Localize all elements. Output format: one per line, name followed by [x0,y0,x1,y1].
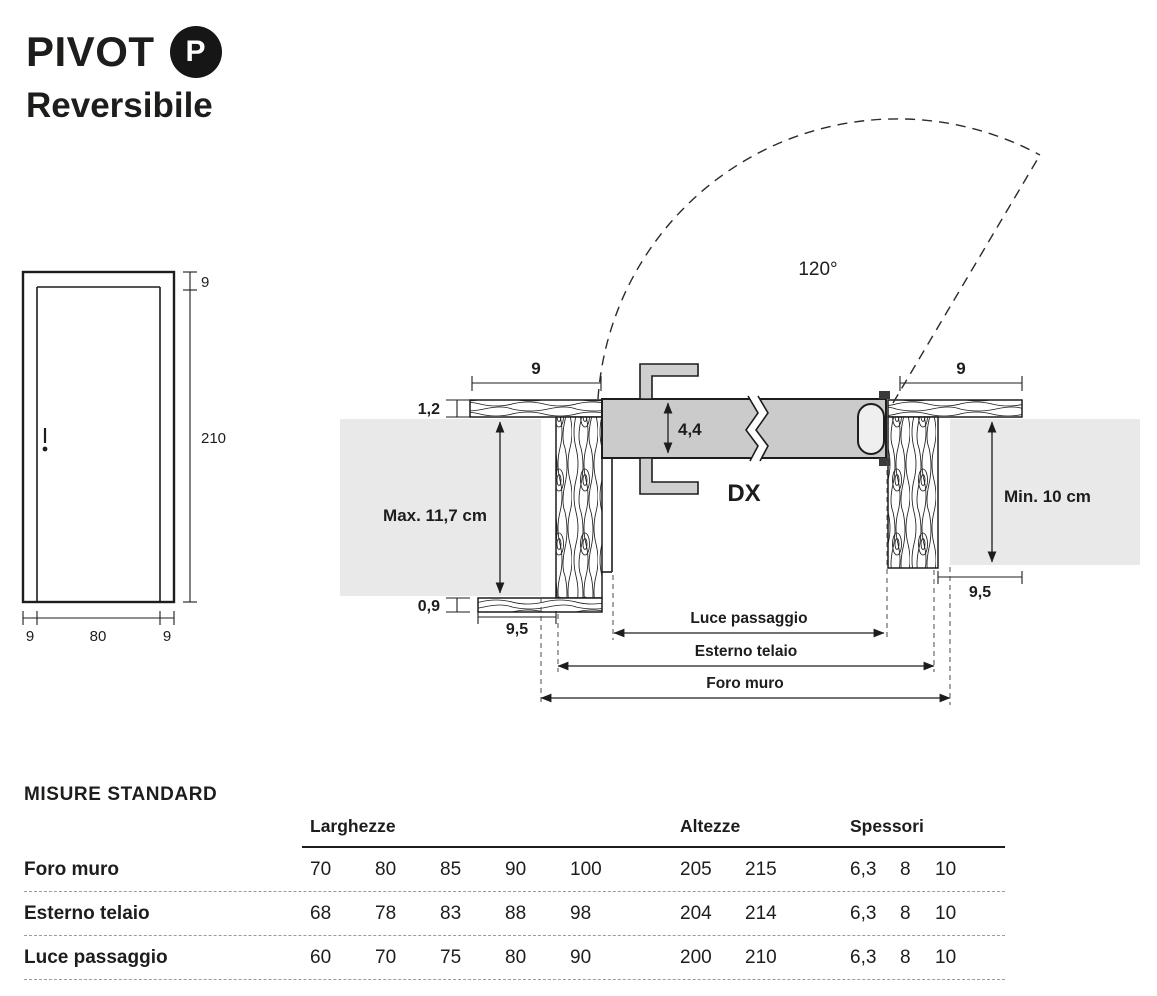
header-rule [302,846,1005,848]
table-cell: 70 [375,946,397,968]
door-front-elevation: 9 210 9 80 9 [21,270,226,645]
table-cell: 75 [440,946,462,968]
dim-top-panel-thickness: 1,2 [418,401,440,418]
elevation-dimension-lines [22,271,197,625]
orientation-label: DX [727,480,760,507]
table-cell: 8 [900,946,911,968]
door-frame-outline [21,270,176,604]
table-row-foro-muro: Foro muro 70 80 85 90 100 205 215 6,3 8 … [24,848,1005,892]
col-group-altezze: Altezze [680,816,741,836]
right-wall-section [887,399,1023,569]
table-title: MISURE STANDARD [24,784,218,805]
dim-left-frame-depth: 9,5 [506,621,528,638]
table-cell: 8 [900,858,911,880]
table-cell: 214 [745,902,777,924]
dim-frame-top: 9 [201,274,209,291]
pivot-frame-profile [639,363,699,495]
table-cell: 200 [680,946,712,968]
dim-door-height: 210 [201,430,226,447]
table-cell: 60 [310,946,332,968]
table-cell: 90 [505,858,527,880]
product-subtitle: Reversibile [26,86,213,125]
table-cell: 205 [680,858,712,880]
col-group-larghezze: Larghezze [310,816,396,836]
min-wall-label: Min. 10 cm [1004,487,1091,506]
esterno-telaio-label: Esterno telaio [695,643,798,660]
table-cell: 204 [680,902,712,924]
table-cell: 215 [745,858,777,880]
leaf-break-symbol [745,395,769,462]
frame-jamb-lines [602,458,613,573]
dim-leaf-width: 80 [90,628,107,645]
table-cell: 80 [505,946,527,968]
table-cell: 70 [310,858,332,880]
dim-right-wall-width: 9 [956,359,965,378]
table-row-esterno-telaio: Esterno telaio 68 78 83 88 98 204 214 6,… [24,892,1005,936]
table-cell: 90 [570,946,592,968]
hinge-plate-top [879,391,890,399]
table-cell: 10 [935,902,957,924]
dim-left-wall-width: 9 [531,359,540,378]
col-group-spessori: Spessori [850,816,924,836]
table-cell: 6,3 [850,946,877,968]
row-label: Esterno telaio [24,902,150,924]
table-cell: 210 [745,946,777,968]
table-row-luce-passaggio: Luce passaggio 60 70 75 80 90 200 210 6,… [24,936,1005,980]
door-handle [42,428,48,452]
luce-passaggio-label: Luce passaggio [690,610,807,627]
table-cell: 98 [570,902,592,924]
product-title: PIVOT [26,28,155,75]
foro-muro-label: Foro muro [706,675,784,692]
table-cell: 6,3 [850,858,877,880]
door-swing-arc [597,118,1041,404]
dim-bottom-panel-thickness: 0,9 [418,598,440,615]
table-cell: 83 [440,902,462,924]
title-block: PIVOT P Reversibile [26,26,222,123]
dim-right-frame-depth: 9,5 [969,584,991,601]
left-plaster-block [340,419,541,596]
table-cell: 100 [570,858,602,880]
table-cell: 78 [375,902,397,924]
swing-angle-label: 120° [798,259,837,280]
table-cell: 8 [900,902,911,924]
table-header-row: Larghezze Altezze Spessori [24,816,1005,846]
row-label: Luce passaggio [24,946,168,968]
dimension-tick-lines [446,376,1023,624]
hinge-plate-bottom [879,458,890,466]
technical-drawing: 9 210 9 80 9 [21,118,1140,705]
product-badge-letter: P [185,35,206,68]
table-cell: 10 [935,946,957,968]
left-wall-section [469,399,603,613]
standard-sizes-table: MISURE STANDARD Larghezze Altezze Spesso… [24,784,1005,980]
table-cell: 10 [935,858,957,880]
table-cell: 88 [505,902,527,924]
extension-lines [540,461,951,705]
dim-leaf-thickness: 4,4 [678,420,702,439]
pivot-hinge [857,403,885,455]
table-cell: 80 [375,858,397,880]
table-cell: 85 [440,858,462,880]
dim-left-jamb: 9 [26,628,34,645]
product-badge: P [169,26,222,78]
pivot-plan-section: 120° [340,118,1140,705]
dimension-arrows [495,402,997,703]
right-plaster-block [950,419,1140,565]
table-cell: 6,3 [850,902,877,924]
table-cell: 68 [310,902,332,924]
dim-right-jamb: 9 [163,628,171,645]
row-label: Foro muro [24,858,119,880]
door-leaf-section [601,398,887,459]
max-wall-label: Max. 11,7 cm [383,506,487,525]
